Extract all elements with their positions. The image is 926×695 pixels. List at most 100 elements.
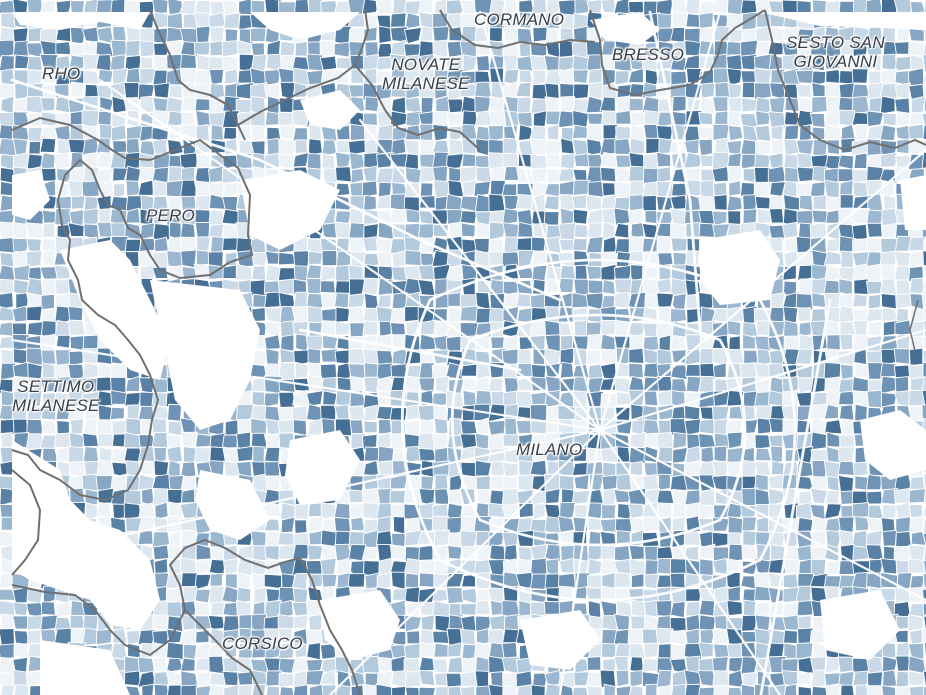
census-block xyxy=(923,473,926,490)
census-block xyxy=(25,222,44,240)
census-block xyxy=(264,334,281,350)
census-block xyxy=(741,11,758,31)
census-block xyxy=(489,27,504,42)
census-block xyxy=(489,239,505,254)
census-block xyxy=(740,504,758,520)
census-block xyxy=(795,139,815,156)
census-block xyxy=(923,236,926,254)
census-block xyxy=(39,377,57,393)
census-block xyxy=(165,96,183,114)
census-block xyxy=(922,336,926,350)
census-block xyxy=(868,54,882,73)
census-block xyxy=(798,194,814,212)
census-block xyxy=(321,152,336,170)
census-block xyxy=(741,475,757,490)
census-block xyxy=(515,81,532,98)
census-block xyxy=(0,68,16,85)
census-block xyxy=(68,54,85,71)
census-block xyxy=(431,600,451,617)
census-block xyxy=(825,490,840,505)
census-block xyxy=(153,683,169,695)
census-block xyxy=(207,223,225,238)
census-block xyxy=(0,628,15,647)
census-block xyxy=(27,362,43,380)
census-block xyxy=(265,348,280,366)
census-block xyxy=(922,349,926,365)
census-block xyxy=(333,41,352,58)
census-block xyxy=(97,433,115,448)
census-block xyxy=(657,389,674,407)
census-block xyxy=(448,138,464,156)
census-block xyxy=(364,96,380,113)
census-block xyxy=(515,670,533,688)
census-block xyxy=(908,265,924,283)
census-block xyxy=(40,334,56,352)
census-block xyxy=(684,418,702,436)
census-block xyxy=(698,11,714,30)
census-block xyxy=(348,25,367,42)
census-block xyxy=(222,670,239,687)
census-block xyxy=(501,461,519,478)
census-block xyxy=(600,166,617,183)
census-block xyxy=(657,473,672,491)
census-block xyxy=(56,419,70,435)
census-block xyxy=(614,54,632,73)
census-block xyxy=(813,25,826,43)
census-block xyxy=(629,669,643,688)
census-block xyxy=(12,222,29,241)
census-block xyxy=(558,168,575,182)
census-block xyxy=(165,587,183,604)
census-block xyxy=(420,25,434,42)
census-block xyxy=(770,124,784,141)
census-block xyxy=(516,208,534,227)
census-block xyxy=(712,96,729,113)
census-block xyxy=(39,123,59,140)
census-block xyxy=(881,222,899,239)
census-block xyxy=(656,68,675,85)
census-block xyxy=(292,543,310,560)
census-block xyxy=(797,685,812,695)
census-block xyxy=(432,630,451,645)
census-block xyxy=(460,363,478,377)
census-block xyxy=(698,614,717,632)
census-block xyxy=(221,195,239,212)
census-block xyxy=(320,557,337,576)
census-block xyxy=(572,179,591,196)
census-block xyxy=(460,420,478,435)
census-block xyxy=(264,291,281,309)
census-block xyxy=(656,669,673,688)
census-block xyxy=(517,348,532,366)
census-block xyxy=(895,110,911,126)
census-block xyxy=(250,530,267,547)
census-block xyxy=(0,306,15,322)
census-block xyxy=(543,195,560,211)
census-block xyxy=(783,629,798,644)
census-block xyxy=(405,319,420,336)
census-block xyxy=(837,350,857,366)
census-block xyxy=(405,517,421,533)
census-block xyxy=(223,126,237,140)
census-block xyxy=(894,82,912,101)
census-block xyxy=(895,670,910,688)
census-block xyxy=(405,82,421,100)
census-block xyxy=(922,40,926,59)
census-block xyxy=(97,403,113,422)
census-block xyxy=(811,209,828,224)
census-block xyxy=(166,641,184,661)
census-block xyxy=(0,82,16,99)
census-block xyxy=(487,419,507,437)
census-block xyxy=(685,364,701,377)
census-block xyxy=(573,558,590,575)
census-block xyxy=(25,250,43,268)
census-block xyxy=(403,54,420,73)
census-block xyxy=(782,194,801,211)
census-block xyxy=(294,361,310,379)
census-block xyxy=(530,153,548,171)
census-block xyxy=(614,70,630,86)
census-block xyxy=(515,193,533,210)
census-block xyxy=(222,601,239,618)
census-block xyxy=(39,53,59,71)
census-block xyxy=(27,68,44,86)
